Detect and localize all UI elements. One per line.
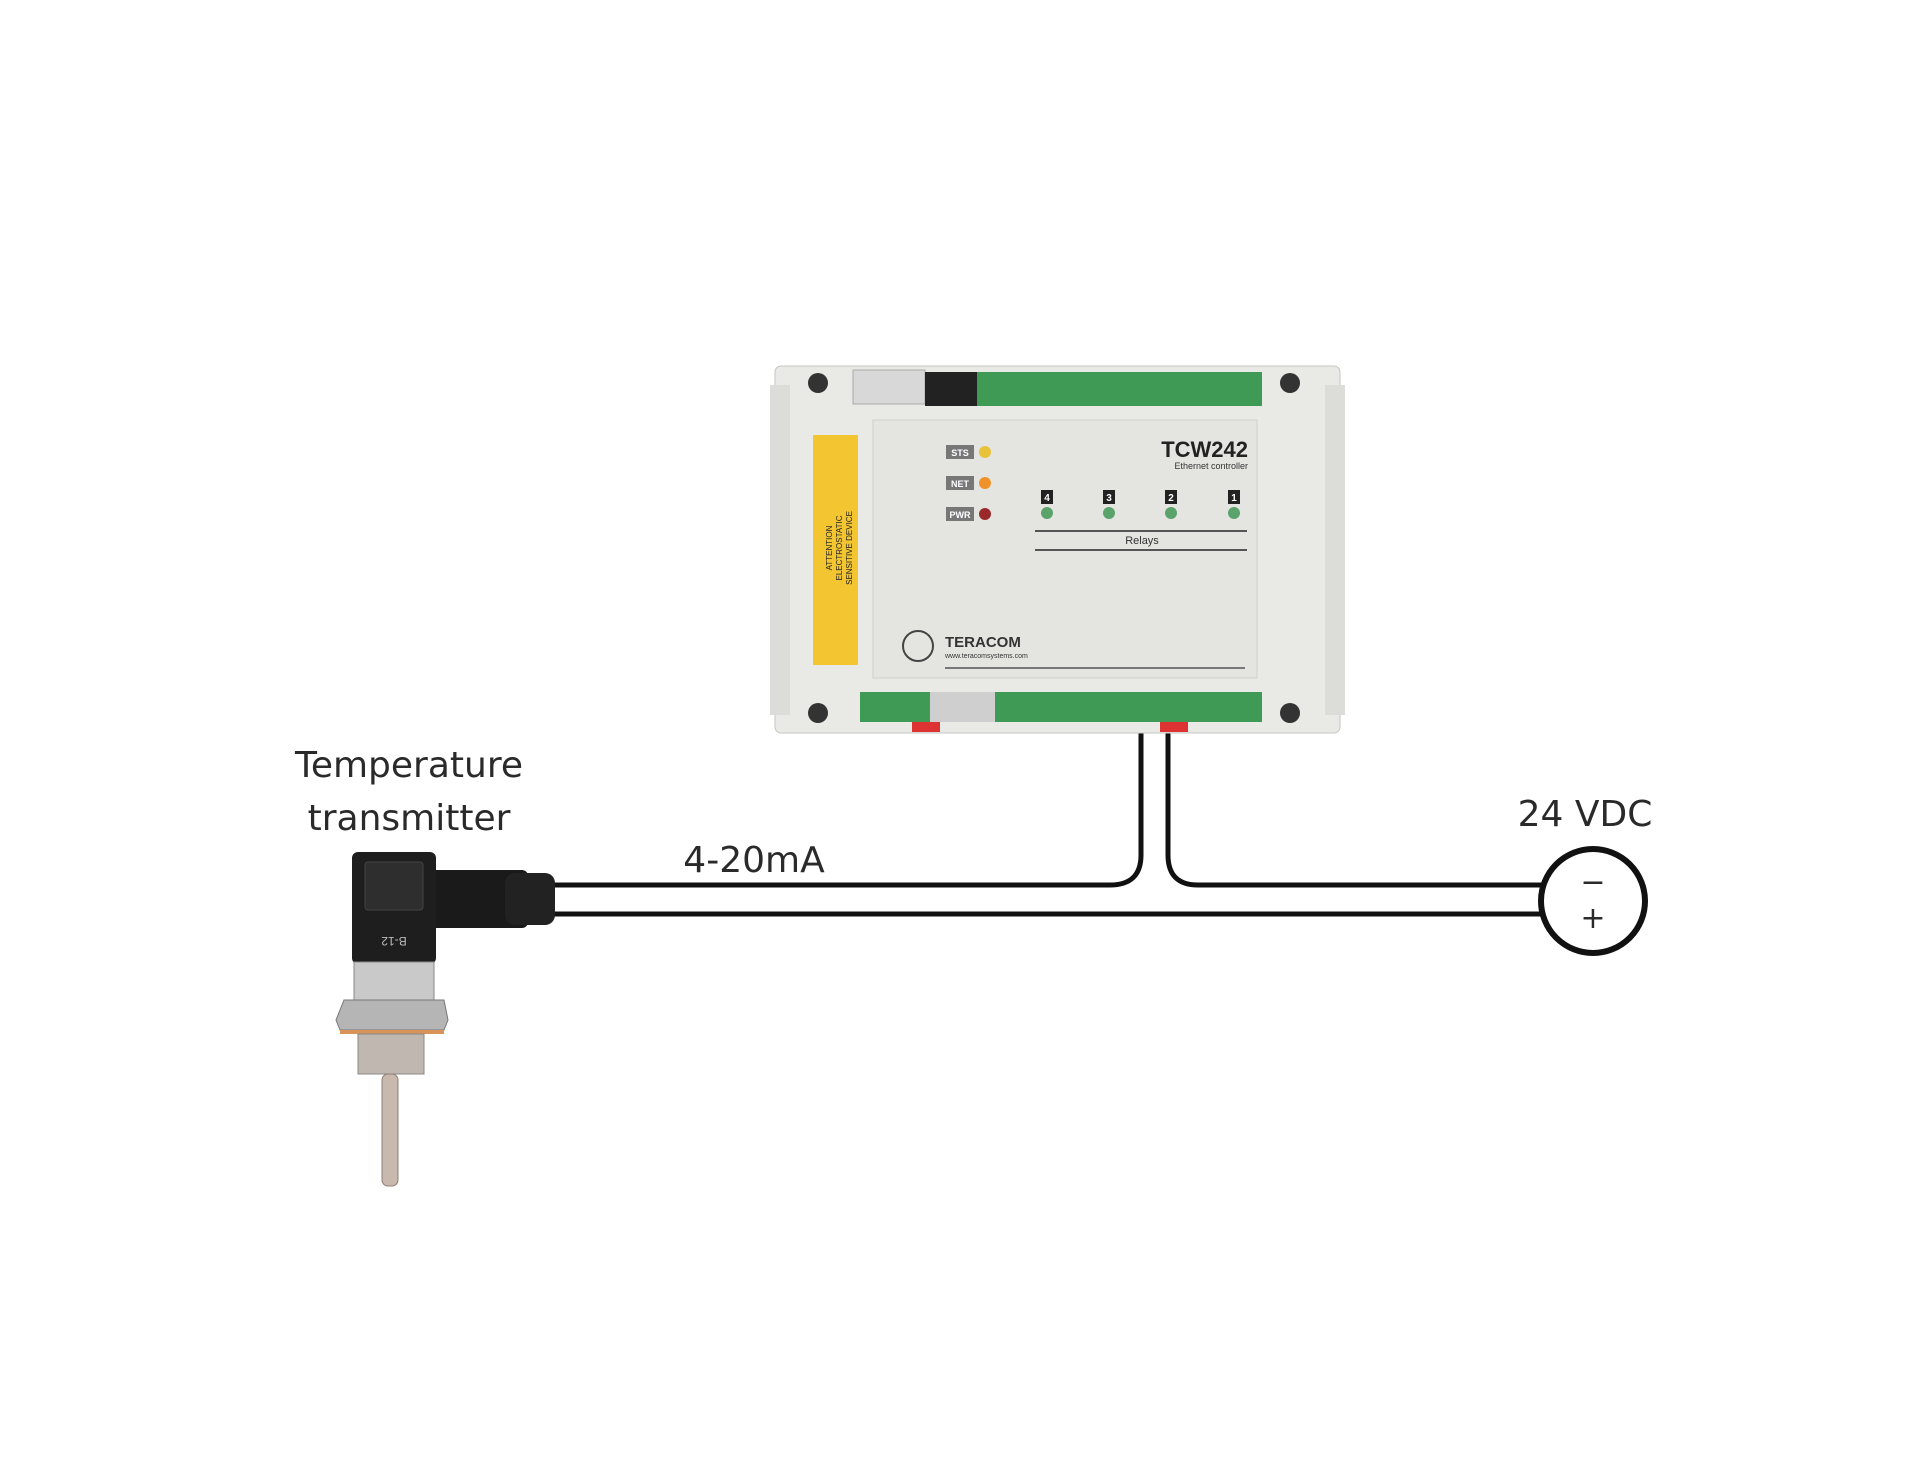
- teracom-logo: [902, 630, 934, 662]
- diagram-shape: [770, 385, 790, 715]
- power-supply-symbol: − +: [1538, 846, 1648, 956]
- model-name: TCW242: [1161, 437, 1248, 462]
- signal-wire: [554, 732, 1144, 888]
- diagram-shape: [1280, 373, 1300, 393]
- diagram-shape: STS: [951, 448, 969, 458]
- minus-sign: −: [1580, 865, 1605, 900]
- diagram-shape: [505, 873, 555, 925]
- diagram-shape: [946, 445, 974, 459]
- tcw242-controller: ATTENTION ELECTROSTATIC SENSITIVE DEVICE…: [770, 365, 1345, 734]
- diagram-shape: 1: [1231, 493, 1237, 504]
- diagram-shape: [357, 1033, 425, 1075]
- diagram-shape: [946, 507, 974, 521]
- diagram-shape: [930, 692, 995, 722]
- relays-label: Relays: [1125, 535, 1159, 547]
- diagram-shape: [925, 372, 977, 406]
- diagram-shape: NET: [951, 479, 970, 489]
- diagram-shape: [1103, 507, 1115, 519]
- temperature-transmitter: B-12: [335, 852, 555, 1187]
- cable-gland: [428, 870, 528, 928]
- diagram-shape: [364, 861, 424, 911]
- diagram-shape: [1280, 703, 1300, 723]
- diagram-shape: [808, 703, 828, 723]
- ethernet-port: [852, 369, 926, 405]
- brand-name: TERACOM: [945, 634, 1021, 651]
- diagram-shape: ATTENTION: [825, 525, 834, 570]
- bottom-terminal-block: [860, 692, 930, 722]
- supply-label: 24 VDC: [1518, 794, 1653, 835]
- diagram-shape: ELECTROSTATIC: [835, 515, 844, 580]
- diagram-shape: [1041, 490, 1053, 504]
- diagram-shape: PWR: [950, 510, 971, 520]
- diagram-shape: [1041, 507, 1053, 519]
- diagram-shape: [979, 477, 991, 489]
- diagram-shape: [912, 722, 940, 732]
- connector-code: B-12: [381, 934, 407, 948]
- diagram-shape: [340, 1030, 444, 1034]
- top-terminal-block: [977, 372, 1262, 406]
- diagram-shape: 3: [1106, 493, 1112, 504]
- diagram-shape: [808, 373, 828, 393]
- diagram-shape: [979, 446, 991, 458]
- brand-website: www.teracomsystems.com: [944, 653, 1028, 660]
- supply-negative-wire: [1165, 732, 1545, 888]
- sensor-label-line1: Temperature: [294, 745, 523, 786]
- diagram-shape: [1160, 722, 1188, 732]
- diagram-shape: [353, 961, 435, 1003]
- diagram-shape: [1120, 692, 1262, 722]
- diagram-shape: [979, 508, 991, 520]
- plus-sign: +: [1580, 901, 1605, 936]
- diagram-shape: [1165, 507, 1177, 519]
- diagram-shape: [335, 999, 449, 1031]
- diagram-shape: [1228, 507, 1240, 519]
- diagram-shape: 4: [1044, 493, 1050, 504]
- diagram-shape: [1103, 490, 1115, 504]
- sensor-label-line2: transmitter: [308, 798, 511, 839]
- diagram-shape: [946, 476, 974, 490]
- diagram-shape: [1165, 490, 1177, 504]
- status-leds: STS NET PWR: [946, 445, 991, 521]
- relay-indicators: 4 3 2 1 Relays: [1035, 490, 1247, 551]
- diagram-shape: [1325, 385, 1345, 715]
- diagram-shape: 2: [1168, 493, 1174, 504]
- wires: [554, 732, 1545, 917]
- signal-label: 4-20mA: [683, 840, 825, 881]
- diagram-shape: [1538, 846, 1648, 956]
- diagram-shape: [808, 373, 1300, 723]
- diagram-shape: [1228, 490, 1240, 504]
- diagram-shape: SENSITIVE DEVICE: [845, 511, 854, 585]
- esd-warning-label: [813, 435, 858, 665]
- diagram-shape: [381, 1073, 399, 1187]
- diagram-shape: [995, 692, 1120, 722]
- model-subtitle: Ethernet controller: [1174, 461, 1248, 471]
